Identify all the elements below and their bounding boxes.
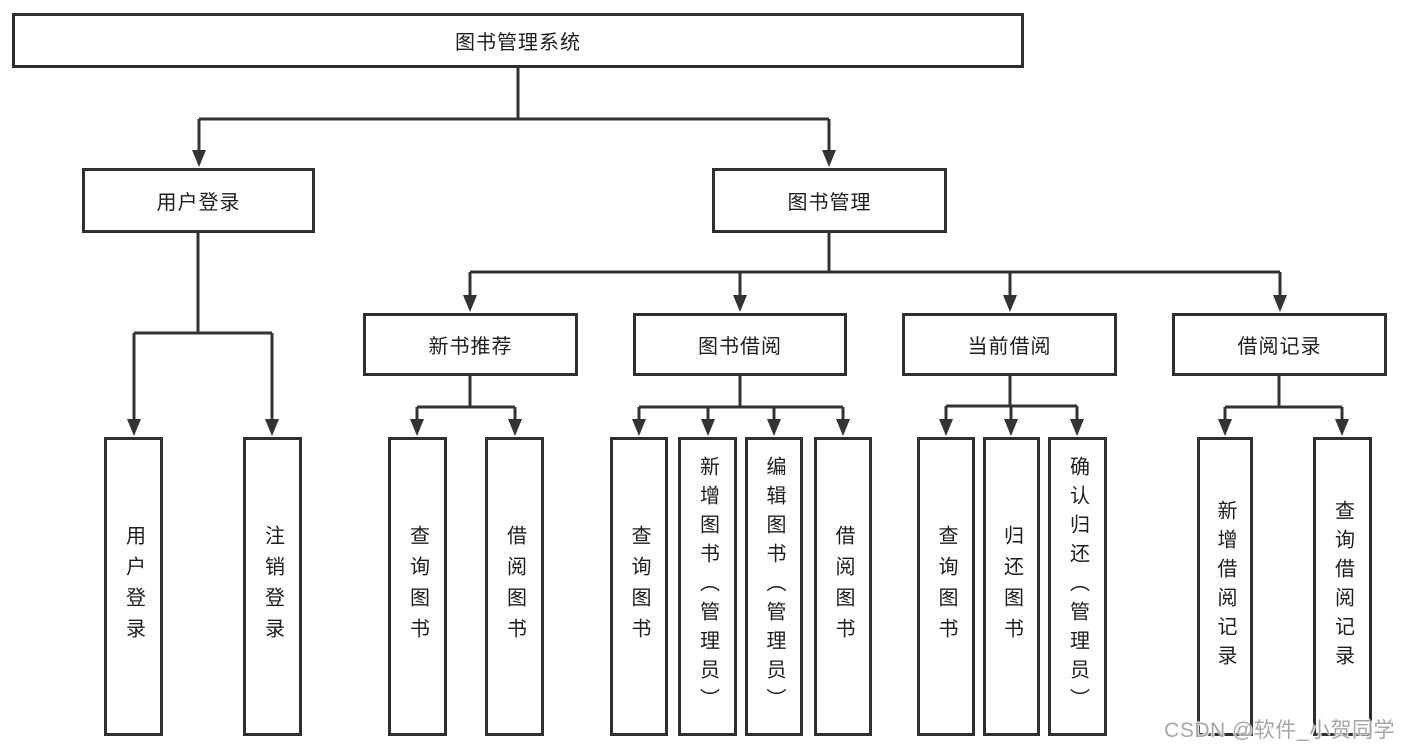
node-current-borrow: 当前借阅 (902, 313, 1117, 376)
leaf-add-books-admin: 新增图书（管理员） (678, 437, 737, 736)
node-root-label: 图书管理系统 (455, 32, 581, 54)
leaf-query-borrow-record: 查询借阅记录 (1313, 437, 1372, 736)
leaf-query-books-current: 查询图书 (917, 437, 975, 736)
leaf-query-books-borrow-label: 查询图书 (628, 524, 650, 649)
node-user-login-label: 用户登录 (156, 192, 241, 214)
leaf-user-login: 用户登录 (104, 437, 163, 736)
leaf-return-books-label: 归还图书 (1000, 524, 1023, 649)
node-book-management: 图书管理 (712, 168, 947, 233)
leaf-query-borrow-record-label: 查询借阅记录 (1331, 499, 1354, 674)
node-borrow-records-label: 借阅记录 (1237, 336, 1322, 358)
leaf-confirm-return-admin: 确认归还（管理员） (1048, 437, 1107, 736)
leaf-borrow-books-label: 借阅图书 (832, 524, 854, 649)
leaf-query-books-current-label: 查询图书 (935, 524, 957, 649)
node-user-login: 用户登录 (82, 168, 315, 233)
leaf-edit-books-admin-label: 编辑图书（管理员） (763, 456, 785, 717)
node-current-borrow-label: 当前借阅 (967, 336, 1052, 358)
node-borrow-records: 借阅记录 (1172, 313, 1387, 376)
leaf-confirm-return-admin-label: 确认归还（管理员） (1066, 456, 1089, 717)
node-new-book-recommend-label: 新书推荐 (428, 336, 513, 358)
leaf-logout: 注销登录 (243, 437, 302, 736)
node-book-borrow-label: 图书借阅 (698, 336, 782, 358)
leaf-query-books-recommend: 查询图书 (388, 437, 447, 736)
leaf-add-borrow-record-label: 新增借阅记录 (1214, 499, 1236, 674)
leaf-borrow-books: 借阅图书 (814, 437, 872, 736)
leaf-edit-books-admin: 编辑图书（管理员） (745, 437, 803, 736)
leaf-borrow-books-recommend-label: 借阅图书 (503, 524, 526, 649)
leaf-query-books-recommend-label: 查询图书 (406, 524, 429, 649)
leaf-user-login-label: 用户登录 (122, 524, 145, 649)
csdn-watermark: CSDN @软件_小贺同学 (1164, 719, 1395, 742)
node-new-book-recommend: 新书推荐 (363, 313, 578, 376)
leaf-query-books-borrow: 查询图书 (610, 437, 668, 736)
node-book-management-label: 图书管理 (787, 192, 872, 214)
leaf-add-borrow-record: 新增借阅记录 (1197, 437, 1253, 736)
leaf-logout-label: 注销登录 (261, 524, 284, 649)
node-book-borrow: 图书借阅 (633, 313, 847, 376)
node-root-library-management-system: 图书管理系统 (12, 13, 1024, 68)
leaf-borrow-books-recommend: 借阅图书 (485, 437, 544, 736)
leaf-add-books-admin-label: 新增图书（管理员） (696, 456, 719, 717)
leaf-return-books: 归还图书 (983, 437, 1040, 736)
